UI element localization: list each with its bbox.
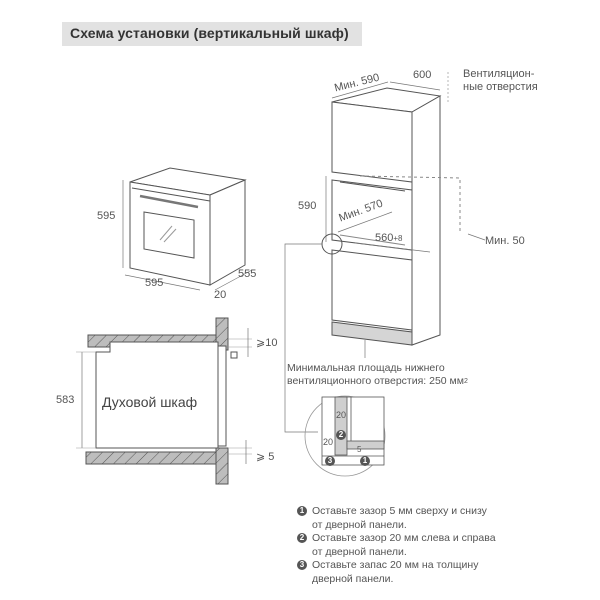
section-drawing (76, 317, 252, 485)
note-marker-1: 1 (297, 506, 307, 516)
detail-marker-2: 2 (336, 430, 346, 440)
detail-dim-20-left: 20 (323, 437, 334, 447)
detail-dim-5: 5 (357, 445, 362, 454)
niche-depth-tolerance: +8 (393, 234, 403, 243)
oven-height-label: 595 (97, 210, 116, 222)
niche-depth-label: 560+8 (375, 232, 402, 244)
oven-width-label: 595 (145, 277, 164, 289)
title-bar (62, 22, 362, 46)
bottom-vent-note: Минимальная площадь нижнего вентиляционн… (287, 362, 468, 388)
vent-label-line1: Вентиляцион- (463, 68, 535, 80)
bottom-vent-superscript: 2 (463, 378, 468, 385)
oven-depth-label: 555 (238, 268, 257, 280)
detail-dim-20-top: 20 (336, 410, 347, 420)
page-title: Схема установки (вертикальный шкаф) (70, 25, 349, 41)
detail-drawing (304, 395, 386, 477)
note-2-line1: Оставьте зазор 20 мм слева и справа (312, 532, 496, 544)
detail-marker-1: 1 (360, 456, 370, 466)
min-50-label: Мин. 50 (485, 235, 525, 247)
bottom-vent-text: вентиляционного отверстия: 250 мм (287, 375, 464, 387)
note-marker-2: 2 (297, 533, 307, 543)
section-height-label: 583 (56, 394, 75, 406)
gap-top-label: ⩾10 (256, 337, 278, 349)
cabinet-drawing (284, 72, 486, 433)
niche-depth-value: 560 (375, 232, 394, 244)
bottom-vent-line1: Минимальная площадь нижнего (287, 362, 445, 374)
note-1-line1: Оставьте зазор 5 мм сверху и снизу (312, 505, 487, 517)
note-2-line2: от дверной панели. (312, 545, 407, 558)
vent-label-line2: ные отверстия (463, 81, 538, 93)
niche-height-label: 590 (298, 200, 317, 212)
detail-marker-3: 3 (325, 456, 335, 466)
note-3-line2: дверной панели. (312, 572, 394, 585)
oven-door-label: 20 (214, 289, 227, 301)
note-1-line2: от дверной панели. (312, 518, 407, 531)
note-marker-3: 3 (297, 560, 307, 570)
cabinet-depth-label: 600 (413, 69, 432, 81)
oven-iso-drawing (122, 167, 253, 291)
gap-bottom-label: ⩾ 5 (256, 451, 275, 463)
bottom-vent-line2: вентиляционного отверстия: 250 мм2 (287, 375, 468, 388)
note-3-line1: Оставьте запас 20 мм на толщину (312, 559, 479, 571)
oven-section-label: Духовой шкаф (102, 394, 198, 410)
